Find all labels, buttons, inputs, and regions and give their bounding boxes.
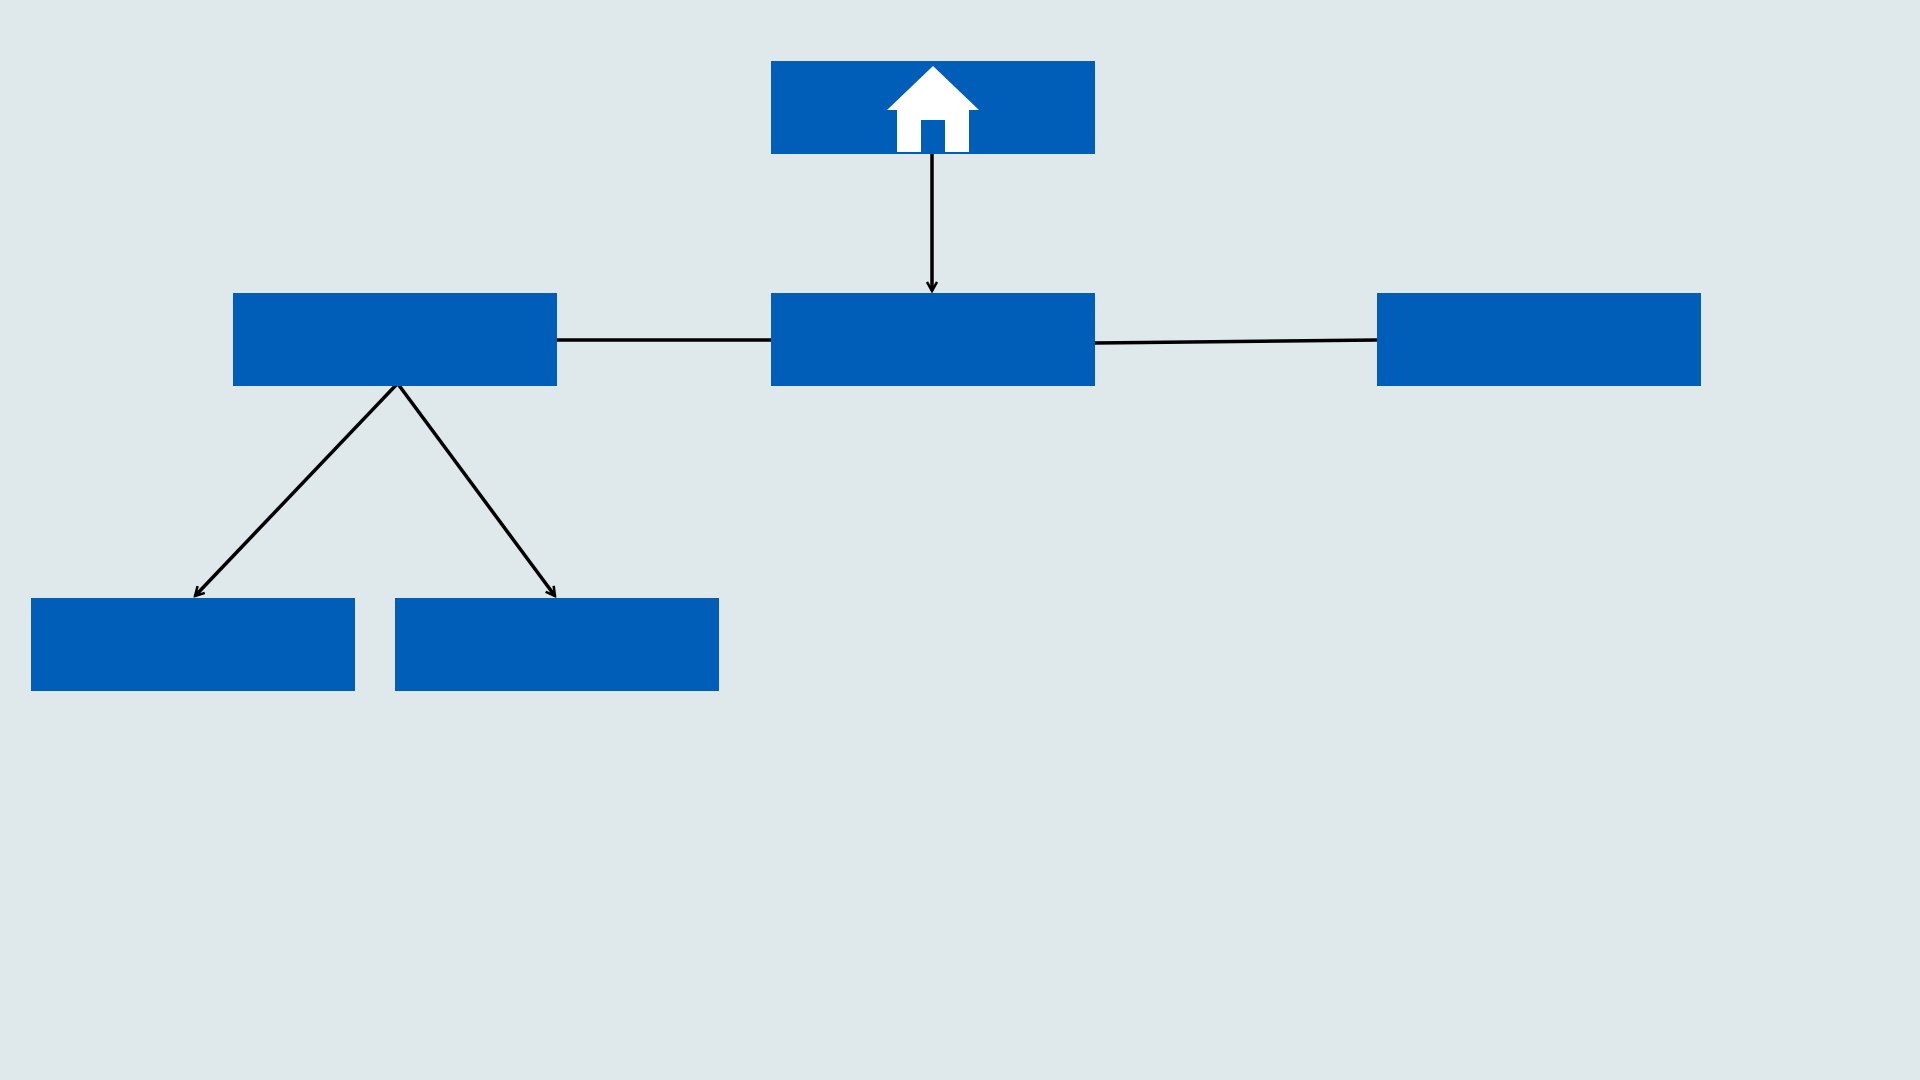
left-node[interactable] xyxy=(233,293,557,386)
bottom-right-node[interactable] xyxy=(395,598,719,691)
edge-left-to-bottom-left xyxy=(195,382,399,596)
bottom-left-node[interactable] xyxy=(31,598,355,691)
home-icon xyxy=(881,61,985,154)
edge-left-to-bottom-right xyxy=(396,382,555,596)
home-node[interactable] xyxy=(771,61,1095,154)
edge-center-to-right xyxy=(1093,338,1378,345)
right-node[interactable] xyxy=(1377,293,1701,386)
center-node[interactable] xyxy=(771,293,1095,386)
